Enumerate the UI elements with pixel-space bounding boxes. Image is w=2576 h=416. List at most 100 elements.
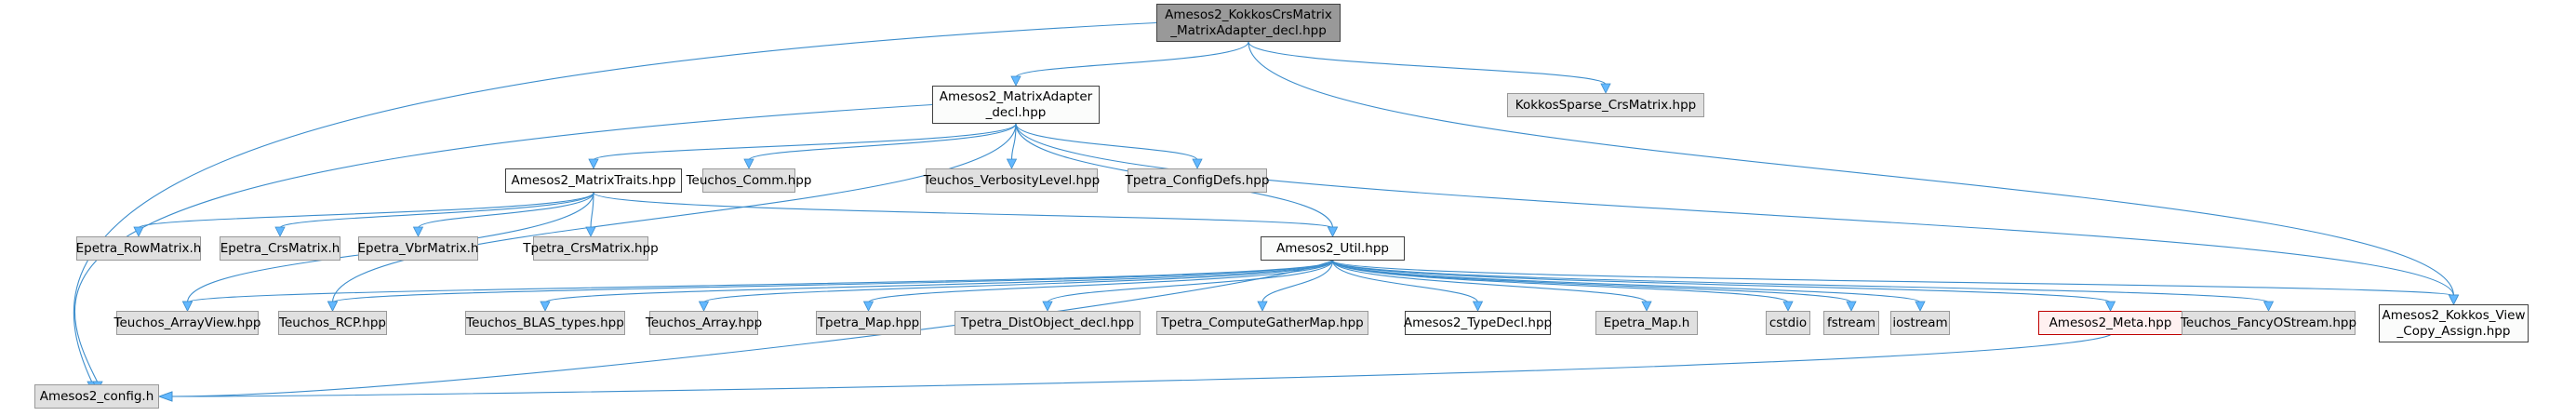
arrowhead-icon	[1846, 301, 1857, 312]
graph-node-tpetracrs[interactable]: Tpetra_CrsMatrix.hpp	[523, 236, 659, 261]
edge-util-to-distobject	[1047, 260, 1334, 303]
graph-node-epetramap[interactable]: Epetra_Map.h	[1595, 311, 1698, 335]
arrowhead-icon	[2104, 301, 2116, 312]
graph-node-label: Amesos2_KokkosCrsMatrix _MatrixAdapter_d…	[1165, 7, 1332, 38]
graph-node-config[interactable]: Amesos2_config.h	[34, 384, 159, 409]
graph-node-meta[interactable]: Amesos2_Meta.hpp	[2038, 311, 2182, 335]
graph-node-vbrmatrix[interactable]: Epetra_VbrMatrix.h	[358, 236, 479, 261]
graph-node-label: Amesos2_Meta.hpp	[2049, 315, 2172, 330]
graph-node-configdefs[interactable]: Tpetra_ConfigDefs.hpp	[1126, 168, 1269, 193]
arrowhead-icon	[862, 301, 874, 312]
arrowhead-icon	[2262, 301, 2275, 312]
arrowhead-icon	[698, 301, 710, 312]
edge-util-to-fstream	[1331, 260, 1852, 303]
edge-util-to-tpetramap	[867, 260, 1334, 303]
graph-node-label: Teuchos_Array.hpp	[645, 315, 763, 330]
graph-node-teuchoscomm[interactable]: Teuchos_Comm.hpp	[687, 168, 811, 193]
graph-node-label: Amesos2_MatrixAdapter _decl.hpp	[939, 88, 1093, 120]
graph-node-gathermap[interactable]: Tpetra_ComputeGatherMap.hpp	[1156, 311, 1368, 335]
arrowhead-icon	[1472, 301, 1484, 312]
graph-node-arrayview[interactable]: Teuchos_ArrayView.hpp	[113, 311, 261, 335]
arrowhead-icon	[1327, 226, 1339, 237]
arrowhead-icon	[743, 158, 754, 169]
edge-util-to-fancyostream	[1331, 260, 2270, 303]
edge-meta-to-config	[167, 334, 2111, 397]
arrowhead-icon	[540, 301, 551, 312]
graph-node-rowmatrix[interactable]: Epetra_RowMatrix.h	[76, 236, 201, 261]
edge-util-to-typedecl	[1331, 260, 1479, 303]
edge-util-to-blastypes	[544, 260, 1334, 303]
graph-node-kokkosview[interactable]: Amesos2_Kokkos_View _Copy_Assign.hpp	[2379, 304, 2529, 342]
graph-node-matrixtraits[interactable]: Amesos2_MatrixTraits.hpp	[505, 168, 682, 193]
graph-node-label: Teuchos_ArrayView.hpp	[113, 315, 261, 330]
graph-node-label: Tpetra_CrsMatrix.hpp	[523, 240, 659, 256]
edge-root-to-config	[73, 21, 1157, 383]
graph-node-kokkossparse[interactable]: KokkosSparse_CrsMatrix.hpp	[1507, 93, 1704, 117]
edge-util-to-cstdio	[1331, 260, 1789, 303]
edge-util-to-array	[702, 260, 1334, 303]
graph-node-typedecl[interactable]: Amesos2_TypeDecl.hpp	[1403, 311, 1553, 335]
graph-node-verbosity[interactable]: Teuchos_VerbosityLevel.hpp	[923, 168, 1101, 193]
graph-node-rcp[interactable]: Teuchos_RCP.hpp	[278, 311, 387, 335]
graph-node-fancyostream[interactable]: Teuchos_FancyOStream.hpp	[2181, 311, 2356, 335]
graph-node-fstream[interactable]: fstream	[1823, 311, 1879, 335]
graph-node-label: Epetra_Map.h	[1603, 315, 1690, 330]
edge-util-to-iostream	[1331, 260, 1921, 303]
arrowhead-icon	[133, 226, 144, 237]
graph-node-iostream[interactable]: iostream	[1890, 311, 1950, 335]
edge-matrixadapter-to-kokkosview	[1015, 123, 2455, 297]
edge-util-to-gathermap	[1261, 260, 1334, 303]
edge-matrixadapter-to-matrixtraits	[593, 123, 1017, 161]
arrowhead-icon	[1010, 75, 1021, 87]
graph-node-label: Teuchos_VerbosityLevel.hpp	[923, 172, 1101, 188]
edge-util-to-epetramap	[1331, 260, 1648, 303]
edge-util-to-arrayview	[186, 260, 1334, 303]
graph-node-label: Amesos2_Util.hpp	[1275, 240, 1390, 256]
graph-node-matrixadapter[interactable]: Amesos2_MatrixAdapter _decl.hpp	[932, 86, 1100, 124]
graph-node-cstdio[interactable]: cstdio	[1766, 311, 1810, 335]
graph-node-label: Epetra_RowMatrix.h	[75, 240, 202, 256]
edge-matrixtraits-to-epetracrs	[279, 192, 594, 229]
graph-node-distobject[interactable]: Tpetra_DistObject_decl.hpp	[954, 311, 1141, 335]
edge-matrixadapter-to-config	[73, 103, 933, 383]
edge-matrixtraits-to-vbrmatrix	[417, 192, 594, 229]
graph-node-array[interactable]: Teuchos_Array.hpp	[646, 311, 762, 335]
edge-root-to-matrixadapter	[1015, 41, 1249, 78]
edge-matrixadapter-to-configdefs	[1015, 123, 1198, 161]
arrowhead-icon	[1257, 301, 1268, 312]
graph-node-label: Tpetra_ComputeGatherMap.hpp	[1161, 315, 1364, 330]
graph-node-label: Teuchos_BLAS_types.hpp	[466, 315, 624, 330]
arrowhead-icon	[181, 301, 194, 312]
edge-root-to-kokkosview	[1248, 41, 2455, 297]
arrowhead-icon	[157, 391, 173, 402]
graph-node-tpetramap[interactable]: Tpetra_Map.hpp	[816, 311, 921, 335]
edge-util-to-rcp	[331, 260, 1334, 303]
graph-node-label: fstream	[1826, 315, 1876, 330]
arrowhead-icon	[1915, 301, 1926, 312]
graph-node-epetracrs[interactable]: Epetra_CrsMatrix.h	[220, 236, 340, 261]
edge-util-to-config	[167, 260, 1333, 397]
arrowhead-icon	[588, 158, 599, 169]
edge-util-to-kokkosview	[1331, 260, 2455, 297]
arrowhead-icon	[274, 226, 286, 237]
edge-matrixadapter-to-teuchoscomm	[748, 123, 1017, 161]
graph-node-label: Amesos2_Kokkos_View _Copy_Assign.hpp	[2382, 307, 2526, 339]
graph-node-label: Amesos2_MatrixTraits.hpp	[511, 172, 676, 188]
graph-node-label: iostream	[1892, 315, 1948, 330]
edge-util-to-meta	[1331, 260, 2112, 303]
graph-node-label: Epetra_CrsMatrix.h	[220, 240, 340, 256]
edge-matrixtraits-to-rowmatrix	[138, 192, 594, 229]
graph-node-label: Amesos2_TypeDecl.hpp	[1403, 315, 1553, 330]
graph-node-util[interactable]: Amesos2_Util.hpp	[1261, 236, 1405, 261]
edge-matrixtraits-to-tpetracrs	[590, 192, 594, 229]
graph-node-label: cstdio	[1768, 315, 1808, 330]
graph-node-label: Tpetra_DistObject_decl.hpp	[960, 315, 1135, 330]
graph-node-blastypes[interactable]: Teuchos_BLAS_types.hpp	[465, 311, 625, 335]
arrowhead-icon	[327, 301, 339, 312]
edge-matrixadapter-to-verbosity	[1010, 123, 1017, 161]
graph-node-root[interactable]: Amesos2_KokkosCrsMatrix _MatrixAdapter_d…	[1156, 4, 1341, 42]
graph-node-label: Teuchos_Comm.hpp	[686, 172, 812, 188]
arrowhead-icon	[1782, 301, 1794, 312]
arrowhead-icon	[1042, 301, 1053, 312]
